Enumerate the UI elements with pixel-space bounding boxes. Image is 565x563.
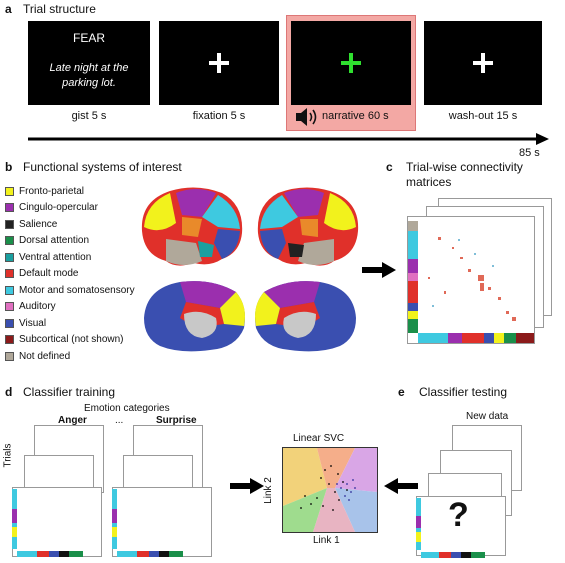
panel-e-title: Classifier testing [419,385,508,399]
trials-label: Trials [2,443,14,468]
panel-d-subtitle: Emotion categories [84,403,170,414]
legend-label: Ventral attention [19,251,92,263]
panel-c-title-line1: Trial-wise connectivity [406,160,523,174]
legend-item: Not defined [5,349,70,363]
gist-text: Late night at the parking lot. [49,62,129,89]
legend-item: Fronto-parietal [5,184,84,198]
legend-swatch [5,186,14,196]
matrix-front [407,216,535,344]
legend-label: Motor and somatosensory [19,284,135,296]
speaker-icon [296,108,317,126]
svc-regions [283,448,377,532]
fixation-caption: fixation 5 s [192,110,246,122]
svc-title: Linear SVC [293,433,345,444]
legend-item: Motor and somatosensory [5,283,135,297]
legend-swatch [5,252,14,262]
matrix-front-plot [408,217,534,343]
legend-item: Salience [5,217,57,231]
gist-caption: gist 5 s [71,110,107,122]
legend-swatch [5,302,14,311]
legend-item: Default mode [5,267,78,281]
legend-swatch [5,335,14,344]
svc-ylabel: Link 2 [262,477,274,504]
legend-item: Ventral attention [5,250,91,264]
training-color-bars [12,489,183,557]
panel-b-title: Functional systems of interest [23,160,182,174]
narrative-screen [291,21,411,105]
panel-e-letter: e [398,385,405,399]
panel-c-letter: c [386,160,393,174]
arrow-to-matrices [362,262,396,278]
legend-swatch [5,203,14,212]
legend-label: Fronto-parietal [19,185,85,197]
narrative-cross-icon [341,53,361,73]
legend-swatch [5,236,14,245]
legend-swatch [5,318,14,328]
legend-swatch [5,285,14,295]
washout-cross-icon [473,53,493,73]
washout-screen [424,21,542,105]
legend-swatch [5,269,14,278]
legend-label: Not defined [19,350,71,362]
panel-a-title: Trial structure [23,2,96,16]
washout-caption: wash-out 15 s [448,110,518,122]
arrow-train-to-svc [230,478,264,494]
brain-lateral-right [257,187,359,266]
legend-item: Auditory [5,300,56,314]
legend-swatch [5,351,14,361]
legend-label: Visual [19,317,47,329]
test-color-bars [416,498,485,558]
category-anger: Anger [58,415,87,426]
panel-e-subtitle: New data [466,411,509,422]
legend-item: Subcortical (not shown) [5,333,124,347]
brain-medial-left [144,281,245,352]
legend-label: Cingulo-opercular [19,202,98,213]
fixation-screen [159,21,279,105]
category-surprise: Surprise [156,415,197,426]
legend-label: Default mode [19,268,79,279]
timeline-total: 85 s [519,147,540,159]
gist-heading: FEAR [72,31,105,45]
legend-swatch [5,219,14,229]
legend-label: Salience [19,218,58,230]
svc-plot [282,447,378,533]
legend-item: Visual [5,316,46,330]
brain-medial-right [255,281,356,352]
narrative-caption: narrative 60 s [322,110,389,122]
gist-screen: FEAR Late night at the parking lot. [28,21,150,105]
panel-a-letter: a [5,2,12,16]
panel-b-letter: b [5,160,13,174]
timeline-arrow [28,133,549,145]
legend-item: Dorsal attention [5,234,89,248]
svc-xlabel: Link 1 [313,535,340,546]
panel-d-letter: d [5,385,13,399]
panel-d-title: Classifier training [23,385,116,399]
legend-label: Auditory [19,301,56,312]
arrow-test-to-svc [384,478,418,494]
surprise-matrix-3 [112,487,212,557]
panel-c-title-line2: matrices [406,175,452,189]
question-mark: ? [448,496,469,534]
legend-item: Cingulo-opercular [5,201,98,215]
brain-lateral-left [141,187,243,266]
legend-label: Dorsal attention [19,235,90,246]
fixation-cross-icon [209,53,229,73]
category-ellipsis: ... [115,415,124,426]
legend-label: Subcortical (not shown) [19,334,124,345]
